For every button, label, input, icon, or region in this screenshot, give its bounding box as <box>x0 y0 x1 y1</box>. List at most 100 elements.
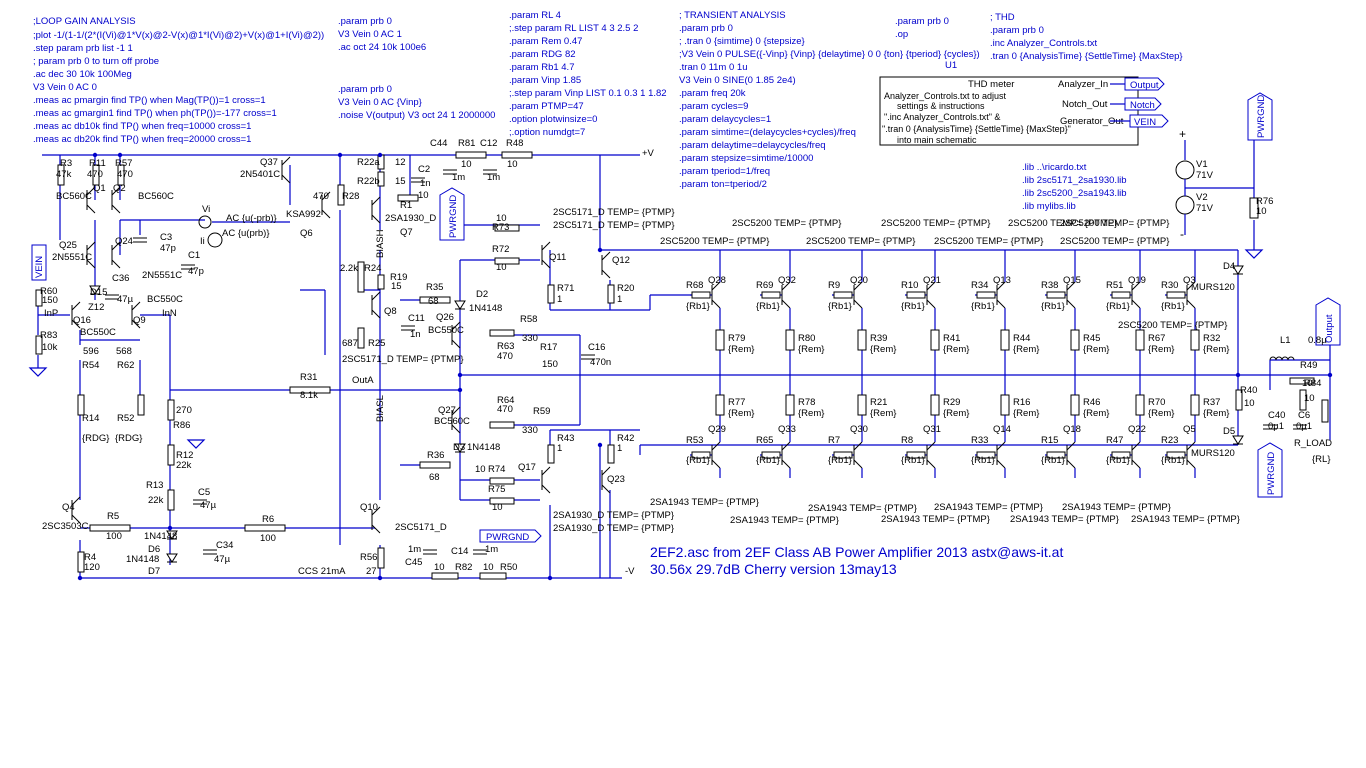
component-label: {RL} <box>1312 454 1331 465</box>
component-label: BC550C <box>428 325 464 336</box>
component-label: BC560C <box>434 416 470 427</box>
pnp-base-resistor-label: R15 <box>1041 435 1058 446</box>
svg-text:+: + <box>1179 127 1186 141</box>
component-label: R50 <box>500 562 517 573</box>
component-label: C11 <box>408 313 425 324</box>
npn-base-resistor-label: R68 <box>686 280 703 291</box>
component-label: 71V <box>1196 203 1214 214</box>
flag-pwrgnd-3: PWRGND <box>1266 452 1277 495</box>
component-label: 2SA1930_D TEMP= {PTMP} <box>553 510 674 521</box>
npn-emitter-resistor-label: R32 <box>1203 333 1220 344</box>
component-label: 1m <box>452 172 465 183</box>
thd-meter-block[interactable]: U1 THD meter Analyzer_Controls.txt to ad… <box>879 60 1169 146</box>
component-label: 47µ <box>200 500 217 511</box>
rb-value: {Rb1} <box>1106 301 1130 312</box>
npn-transistor-label: Q15 <box>1063 275 1081 286</box>
directive-line: .param cycles=9 <box>679 101 748 112</box>
rem-value: {Rem} <box>943 408 969 419</box>
component-label: Z12 <box>88 302 104 313</box>
directive-line: ; THD <box>990 12 1015 23</box>
component-label: 47p <box>188 266 204 277</box>
directive-line: ;plot -1/(1-1/(2*(I(Vi)@1*V(x)@2-V(x)@1*… <box>33 30 324 41</box>
component-label: BC560C <box>138 191 174 202</box>
flag-vein: VEIN <box>34 256 45 278</box>
rb-value: {Rb1} <box>971 455 995 466</box>
component-label: R58 <box>520 314 537 325</box>
component-label: 15 <box>391 281 402 292</box>
pnp-emitter-resistor-label: R29 <box>943 397 960 408</box>
component-label: R83 <box>40 330 57 341</box>
pnp-transistor-label: Q29 <box>708 424 726 435</box>
component-label: 2SA1943 TEMP= {PTMP} <box>881 514 990 525</box>
component-label: Q17 <box>518 462 536 473</box>
directive-line: .meas ac db20k find TP() when freq=20000… <box>33 134 251 145</box>
component-label: Q23 <box>607 474 625 485</box>
directive-line: .ac dec 30 10k 100Meg <box>33 69 132 80</box>
flag-pwrgnd-4: PWRGND <box>486 532 529 543</box>
component-label: R64 <box>497 395 514 406</box>
component-label: 10k <box>42 342 58 353</box>
component-label: 2SA1930_D TEMP= {PTMP} <box>553 523 674 534</box>
component-label: 120 <box>84 562 100 573</box>
component-label: R36 <box>427 450 444 461</box>
pnp-emitter-resistor-label: R78 <box>798 397 815 408</box>
component-label: 1n <box>420 178 431 189</box>
pnp-base-resistor-label: R8 <box>901 435 913 446</box>
component-label: 2SC5200 TEMP= {PTMP} <box>1008 218 1117 229</box>
component-label: 2SA1943 TEMP= {PTMP} <box>808 503 917 514</box>
npn-emitter-resistor-label: R41 <box>943 333 960 344</box>
component-label: R17 <box>540 342 557 353</box>
component-label: R5 <box>107 511 119 522</box>
component-label: 2N5401C <box>240 169 280 180</box>
npn-emitter-resistor-label: R79 <box>728 333 745 344</box>
component-label: 10 <box>496 262 507 273</box>
directive-line: .param Rem 0.47 <box>509 36 582 47</box>
component-label: 1 <box>557 294 562 305</box>
directive-line: .param tperiod=1/freq <box>679 166 770 177</box>
pnp-transistor-label: Q14 <box>993 424 1011 435</box>
rb-value: {Rb1} <box>686 301 710 312</box>
component-label: D6 <box>148 544 160 555</box>
npn-transistor-label: Q21 <box>923 275 941 286</box>
directive-line: .param prb 0 <box>990 25 1044 36</box>
component-label: 470 <box>313 191 329 202</box>
component-label: Q4 <box>62 502 75 513</box>
pnp-transistor-label: Q5 <box>1183 424 1196 435</box>
component-label: C16 <box>588 342 605 353</box>
component-label: C14 <box>451 546 468 557</box>
component-label: 71V <box>1196 170 1214 181</box>
pin-analyzer-in: Analyzer_In <box>1058 79 1108 90</box>
rb-value: {Rb1} <box>1041 455 1065 466</box>
component-label: 2SA1943 TEMP= {PTMP} <box>934 502 1043 513</box>
component-label: 150 <box>542 359 558 370</box>
rem-value: {Rem} <box>1203 344 1229 355</box>
component-label: R52 <box>117 413 134 424</box>
directive-line: ;.step param RL LIST 4 3 2.5 2 <box>509 23 638 34</box>
rem-value: {Rem} <box>1203 408 1229 419</box>
npn-transistor-label: Q28 <box>708 275 726 286</box>
rem-value: {Rem} <box>870 344 896 355</box>
component-label: Q11 <box>549 252 566 263</box>
npn-base-resistor-label: R9 <box>828 280 840 291</box>
npn-base-resistor-label: R38 <box>1041 280 1058 291</box>
component-label: C2 <box>418 164 430 175</box>
component-label: C45 <box>405 557 422 568</box>
component-label: R74 <box>488 464 505 475</box>
pnp-base-resistor-label: R7 <box>828 435 840 446</box>
component-label: Q10 <box>360 502 378 513</box>
spice-directives: ;LOOP GAIN ANALYSIS;plot -1/(1-1/(2*(I(V… <box>33 10 1183 212</box>
directive-line: ; param prb 0 to turn off probe <box>33 56 159 67</box>
npn-base-resistor-label: R10 <box>901 280 918 291</box>
rem-value: {Rem} <box>870 408 896 419</box>
rem-value: {Rem} <box>1083 344 1109 355</box>
rb-value: {Rb1} <box>1041 301 1065 312</box>
component-label: 47k <box>56 169 72 180</box>
component-label: R86 <box>173 420 190 431</box>
thd-meter-title: THD meter <box>968 79 1014 90</box>
component-label: R22a <box>357 157 380 168</box>
component-label: 1 <box>617 443 622 454</box>
component-label: Vi <box>202 204 210 215</box>
component-label: V1 <box>1196 159 1208 170</box>
component-label: 10 <box>1244 398 1255 409</box>
